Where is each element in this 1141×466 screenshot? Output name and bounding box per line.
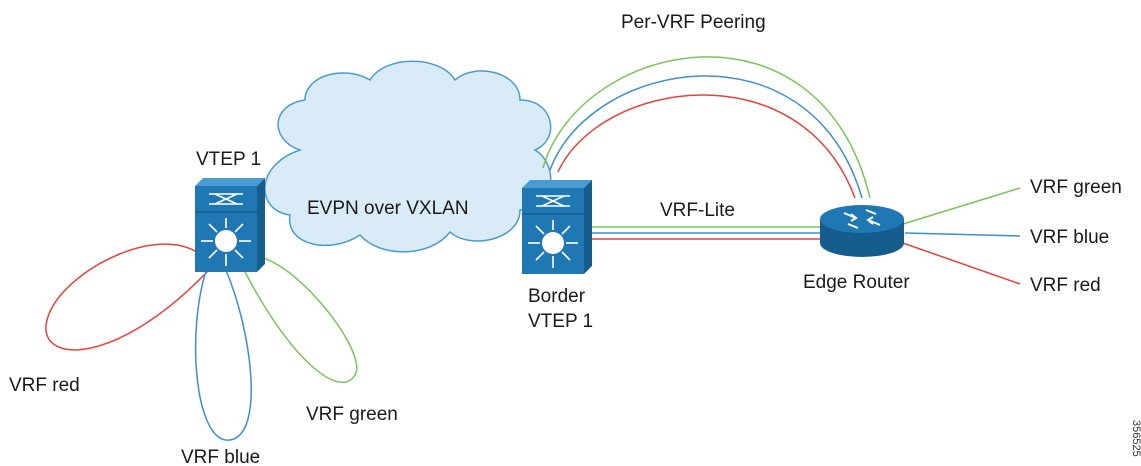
edge-link-blue: [904, 232, 1021, 237]
edge-link-green: [899, 187, 1021, 226]
per-vrf-peering-links: [542, 56, 871, 199]
peering-link-red: [557, 94, 856, 199]
right-vrf-blue-label: VRF blue: [1030, 227, 1109, 248]
per-vrf-peering-label: Per-VRF Peering: [621, 12, 766, 33]
edge-link-red: [899, 241, 1021, 285]
peering-link-green: [542, 56, 871, 199]
border-label-line2: VTEP 1: [528, 311, 593, 332]
left-vrf-green-label: VRF green: [306, 404, 398, 425]
edge-router-icon: [820, 205, 904, 257]
right-vrf-green-label: VRF green: [1030, 177, 1122, 198]
peering-link-blue: [549, 75, 863, 199]
vrf-lite-links: [592, 226, 822, 240]
evpn-over-vxlan-label: EVPN over VXLAN: [307, 198, 469, 219]
left-vrf-blue-label: VRF blue: [181, 447, 260, 466]
vrf-red-loop: [45, 243, 221, 351]
figure-id-label: 356525: [1130, 420, 1141, 457]
vrf-green-loop: [242, 255, 358, 384]
vtep1-vrf-loops: [45, 243, 358, 441]
vrf-lite-label: VRF-Lite: [660, 200, 735, 221]
vtep1-switch-icon: [195, 178, 265, 272]
border-vtep1-switch-icon: [522, 180, 592, 274]
vtep1-label: VTEP 1: [196, 149, 261, 170]
right-vrf-red-label: VRF red: [1030, 275, 1101, 296]
left-vrf-red-label: VRF red: [9, 375, 80, 396]
edge-router-label: Edge Router: [803, 272, 910, 293]
vrf-blue-loop: [194, 264, 252, 441]
evpn-cloud-icon: [264, 60, 552, 253]
border-label-line1: Border: [528, 286, 586, 307]
edge-router-vrf-links: [899, 187, 1021, 285]
